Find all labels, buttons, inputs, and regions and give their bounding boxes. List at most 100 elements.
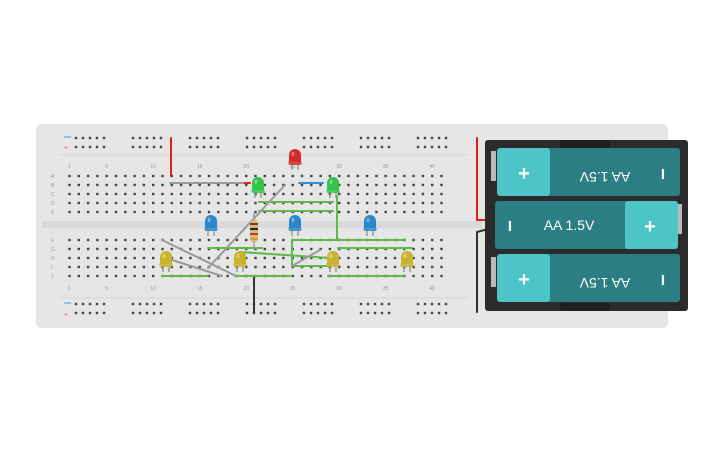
rail-hole[interactable] [216, 302, 220, 306]
hole[interactable] [431, 247, 434, 251]
hole[interactable] [105, 210, 108, 214]
hole[interactable] [254, 210, 257, 214]
rail-hole[interactable] [188, 145, 192, 149]
hole[interactable] [114, 183, 118, 187]
rail-hole[interactable] [88, 136, 92, 140]
rail-hole[interactable] [252, 145, 256, 149]
rail-hole[interactable] [387, 145, 391, 149]
hole[interactable] [68, 247, 71, 251]
hole[interactable] [319, 192, 322, 196]
hole[interactable] [421, 183, 425, 187]
rail-hole[interactable] [202, 302, 206, 306]
wire-gray-diag3[interactable] [171, 259, 223, 277]
hole[interactable] [198, 201, 201, 205]
hole[interactable] [300, 274, 304, 278]
hole[interactable] [431, 201, 434, 205]
hole[interactable] [77, 247, 80, 251]
hole[interactable] [68, 192, 71, 196]
hole[interactable] [440, 265, 443, 269]
wire-gray-diag1[interactable] [161, 239, 237, 277]
rail-hole[interactable] [195, 145, 199, 149]
hole[interactable] [207, 192, 211, 196]
rail-hole[interactable] [81, 145, 85, 149]
hole[interactable] [133, 256, 136, 260]
rail-hole[interactable] [316, 136, 320, 140]
rail-hole[interactable] [366, 302, 370, 306]
hole[interactable] [245, 210, 248, 214]
rail-hole[interactable] [266, 145, 270, 149]
hole[interactable] [96, 183, 99, 187]
led-yellow-4[interactable] [400, 251, 414, 272]
hole[interactable] [282, 265, 285, 269]
hole[interactable] [217, 238, 220, 242]
hole[interactable] [291, 174, 294, 178]
hole[interactable] [365, 183, 369, 187]
hole[interactable] [338, 210, 341, 214]
rail-hole[interactable] [188, 136, 192, 140]
rail-hole[interactable] [387, 136, 391, 140]
rail-hole[interactable] [309, 136, 313, 140]
hole[interactable] [384, 201, 387, 205]
hole[interactable] [124, 265, 127, 269]
hole[interactable] [393, 210, 397, 214]
rail-hole[interactable] [152, 136, 156, 140]
hole[interactable] [142, 247, 146, 251]
rail-hole[interactable] [323, 145, 327, 149]
hole[interactable] [393, 256, 397, 260]
hole[interactable] [282, 192, 285, 196]
rail-hole[interactable] [195, 302, 199, 306]
led-yellow-1[interactable] [159, 251, 173, 272]
hole[interactable] [189, 210, 192, 214]
hole[interactable] [375, 265, 378, 269]
rail-hole[interactable] [316, 311, 320, 315]
hole[interactable] [189, 192, 192, 196]
hole[interactable] [207, 210, 211, 214]
rail-hole[interactable] [373, 302, 377, 306]
hole[interactable] [431, 210, 434, 214]
hole[interactable] [114, 265, 118, 269]
hole[interactable] [77, 192, 80, 196]
hole[interactable] [179, 238, 183, 242]
rail-hole[interactable] [245, 302, 249, 306]
hole[interactable] [282, 183, 285, 187]
hole[interactable] [124, 183, 127, 187]
hole[interactable] [170, 210, 173, 214]
rail-hole[interactable] [259, 145, 263, 149]
hole[interactable] [263, 265, 266, 269]
rail-hole[interactable] [152, 311, 156, 315]
rail-hole[interactable] [373, 145, 377, 149]
rail-hole[interactable] [131, 302, 135, 306]
hole[interactable] [189, 183, 192, 187]
hole[interactable] [96, 256, 99, 260]
rail-hole[interactable] [159, 302, 163, 306]
hole[interactable] [152, 265, 155, 269]
rail-hole[interactable] [380, 136, 384, 140]
hole[interactable] [245, 192, 248, 196]
hole[interactable] [68, 201, 71, 205]
hole[interactable] [152, 192, 155, 196]
rail-hole[interactable] [416, 145, 420, 149]
rail-hole[interactable] [259, 302, 263, 306]
hole[interactable] [393, 183, 397, 187]
rail-hole[interactable] [423, 136, 427, 140]
rail-hole[interactable] [437, 136, 441, 140]
rail-hole[interactable] [252, 136, 256, 140]
hole[interactable] [384, 183, 387, 187]
hole[interactable] [124, 238, 127, 242]
hole[interactable] [235, 192, 239, 196]
rail-hole[interactable] [366, 145, 370, 149]
hole[interactable] [282, 247, 285, 251]
rail-hole[interactable] [88, 302, 92, 306]
hole[interactable] [338, 174, 341, 178]
hole[interactable] [235, 201, 239, 205]
rail-hole[interactable] [423, 311, 427, 315]
hole[interactable] [179, 174, 183, 178]
hole[interactable] [403, 183, 406, 187]
hole[interactable] [412, 192, 415, 196]
hole[interactable] [365, 265, 369, 269]
rail-hole[interactable] [138, 311, 142, 315]
rail-hole[interactable] [195, 136, 199, 140]
rail-hole[interactable] [102, 302, 106, 306]
hole[interactable] [198, 174, 201, 178]
led-yellow-3[interactable] [326, 251, 340, 272]
